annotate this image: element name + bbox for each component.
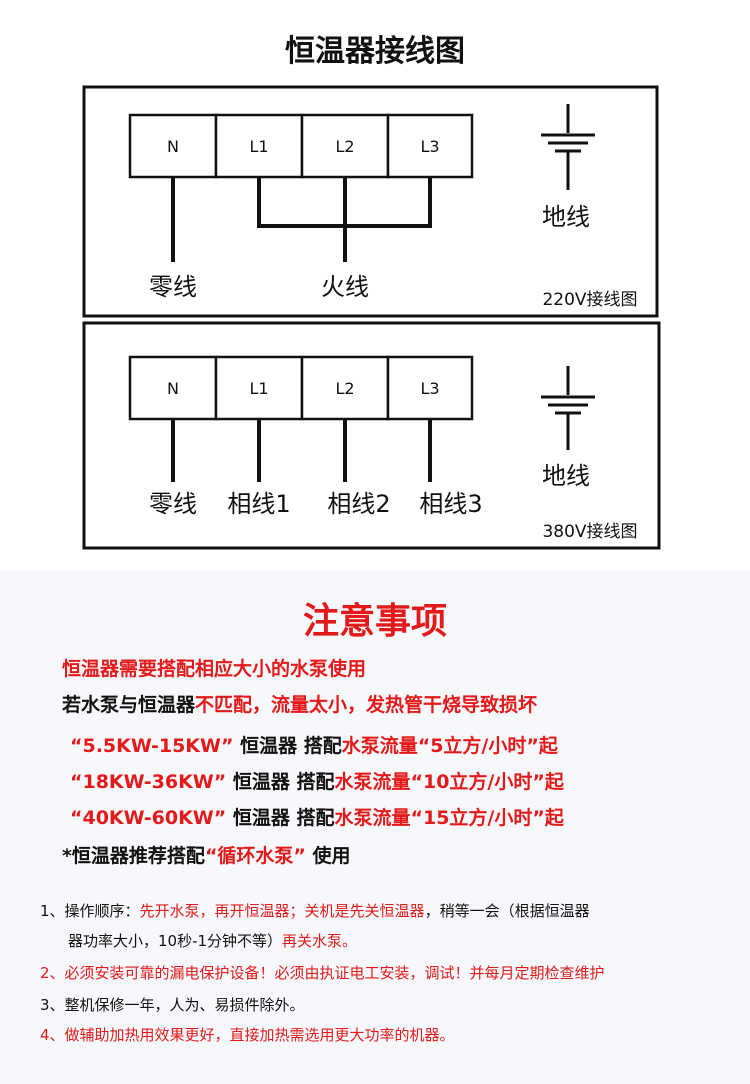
instruction-1-a: 1、操作顺序： [40, 902, 140, 920]
terminal-l3-380: L3 [420, 379, 439, 398]
wiring-diagram-section [0, 0, 750, 570]
spec-3-text: 恒温器 搭配 [232, 807, 335, 829]
live-label-220v: 火线 [321, 273, 369, 301]
phase-label-1: 相线1 [227, 490, 290, 518]
recommendation: *恒温器推荐搭配“循环水泵” 使用 [62, 841, 351, 868]
ground-icon [541, 104, 595, 190]
recommendation-c: 使用 [312, 845, 351, 867]
spec-1-suffix: 起 [538, 735, 558, 757]
ground-label-220v: 地线 [542, 203, 590, 231]
spec-3-flow: 水泵流量“15立方/小时” [334, 807, 545, 829]
spec-3-power: “40KW-60KW” [70, 807, 227, 829]
notice-line-2-b: 不匹配，流量太小，发热管干烧导致损坏 [195, 694, 538, 716]
notice-line-2-a: 若水泵与恒温器 [62, 694, 196, 716]
instruction-1: 1、操作顺序：先开水泵，再开恒温器；关机是先关恒温器，稍等一会（根据恒温器 [40, 900, 590, 921]
instruction-3: 3、整机保修一年，人为、易损件除外。 [40, 996, 305, 1014]
wires-220v [171, 177, 432, 262]
recommendation-a: *恒温器推荐搭配 [62, 845, 205, 867]
terminal-n: N [167, 137, 179, 156]
terminal-l3: L3 [420, 137, 439, 156]
recommendation-b: “循环水泵” [204, 845, 306, 867]
phase-label-3: 相线3 [419, 490, 482, 518]
terminal-l1-380: L1 [249, 379, 268, 398]
diagram-220v: N L1 L2 L3 地线 零线 火线 220V接线图 [82, 85, 659, 318]
instruction-1-d: 器功率大小，10秒-1分钟不等） [68, 932, 283, 950]
ground-label-380v: 地线 [542, 462, 590, 490]
notice-line-1: 恒温器需要搭配相应大小的水泵使用 [62, 658, 367, 680]
terminal-block-380v [128, 355, 474, 421]
spec-1-flow: 水泵流量“5立方/小时” [341, 735, 539, 757]
diagram-380v: N L1 L2 L3 地线 零线 相线1 相线2 相线3 380V接线图 [82, 321, 661, 550]
spec-2-suffix: 起 [544, 771, 564, 793]
wiring-diagrams: N L1 L2 L3 地线 零线 火线 220V接线图 [82, 85, 661, 550]
spec-1-text: 恒温器 搭配 [240, 735, 342, 757]
ground-icon [541, 366, 595, 450]
terminal-l2: L2 [335, 137, 354, 156]
notice-section [0, 570, 750, 1084]
page-title: 恒温器接线图 [285, 34, 465, 69]
instruction-1-b: 先开水泵，再开恒温器；关机是先关恒温器 [139, 902, 425, 920]
spec-row-3: “40KW-60KW” 恒温器 搭配水泵流量“15立方/小时”起 [70, 803, 564, 830]
diagram-220v-frame [82, 85, 659, 318]
instruction-1-e: 再关水泵。 [282, 932, 358, 950]
neutral-label-220v: 零线 [149, 273, 197, 301]
spec-3-suffix: 起 [544, 807, 564, 829]
spec-2-power: “18KW-36KW” [70, 771, 227, 793]
notice-line-2: 若水泵与恒温器不匹配，流量太小，发热管干烧导致损坏 [62, 690, 537, 717]
spec-row-2: “18KW-36KW” 恒温器 搭配水泵流量“10立方/小时”起 [70, 767, 564, 794]
terminal-l2-380: L2 [335, 379, 354, 398]
notice-title: 注意事项 [302, 601, 447, 642]
instruction-4: 4、做辅助加热用效果更好，直接加热需选用更大功率的机器。 [40, 1026, 455, 1044]
caption-380v: 380V接线图 [542, 522, 637, 542]
spec-2-flow: 水泵流量“10立方/小时” [334, 771, 545, 793]
terminal-l1: L1 [249, 137, 268, 156]
caption-220v: 220V接线图 [542, 290, 637, 310]
instruction-2: 2、必须安装可靠的漏电保护设备！必须由执证电工安装，调试！并每月定期检查维护 [40, 964, 605, 982]
spec-1-power: “5.5KW-15KW” [70, 735, 234, 757]
terminal-n-380: N [167, 379, 179, 398]
instruction-1-c: ，稍等一会（根据恒温器 [424, 902, 590, 920]
instruction-1-cont: 器功率大小，10秒-1分钟不等）再关水泵。 [68, 930, 357, 951]
spec-2-text: 恒温器 搭配 [232, 771, 335, 793]
diagram-380v-frame [82, 321, 661, 550]
terminal-block-220v [128, 113, 474, 179]
phase-label-2: 相线2 [327, 490, 390, 518]
spec-row-1: “5.5KW-15KW” 恒温器 搭配水泵流量“5立方/小时”起 [70, 731, 558, 758]
wires-380v [171, 419, 432, 482]
neutral-label-380v: 零线 [149, 490, 197, 518]
